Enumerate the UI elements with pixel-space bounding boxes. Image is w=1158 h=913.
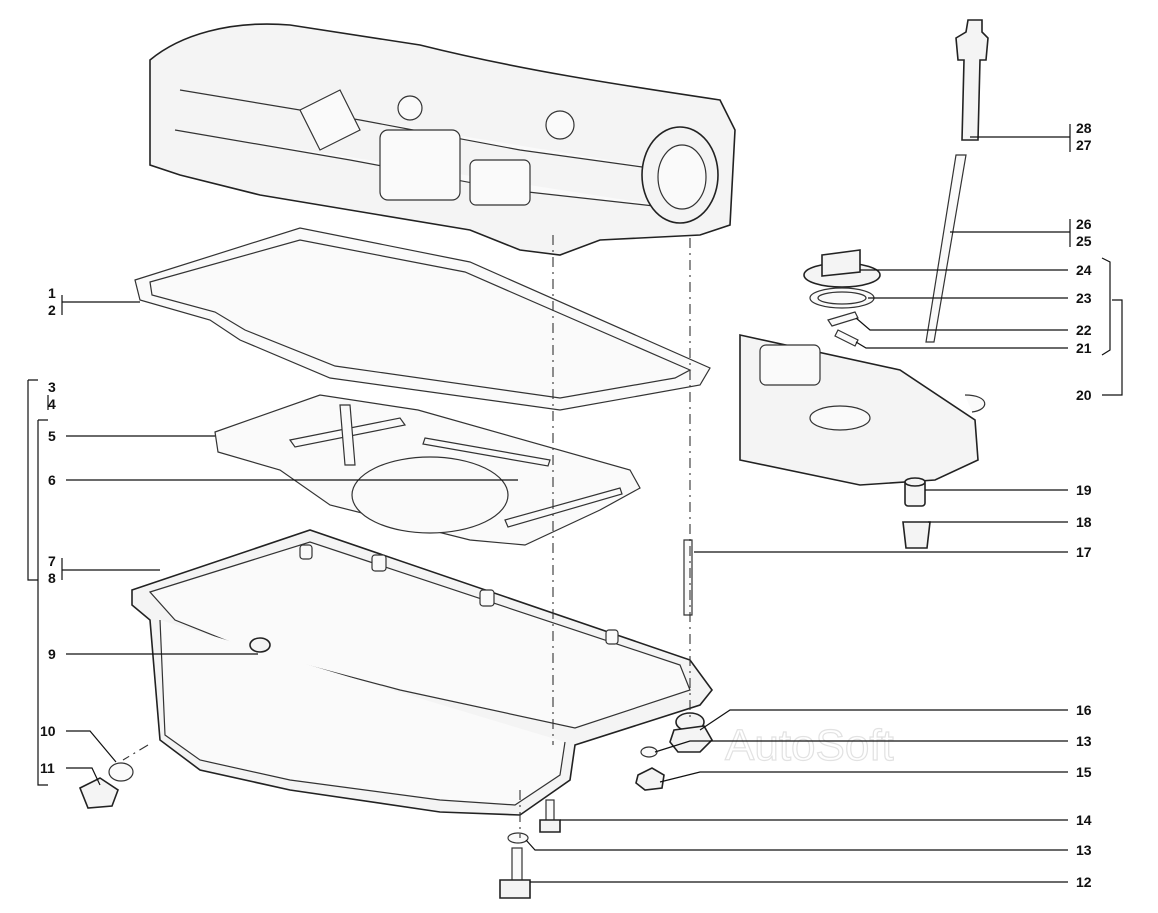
callout-15: 15	[1076, 764, 1092, 780]
bolts	[499, 799, 561, 899]
oil-pan	[131, 529, 714, 816]
callout-16: 16	[1076, 702, 1092, 718]
callout-25: 25	[1076, 233, 1092, 249]
callout-7: 7	[48, 553, 56, 569]
callout-19: 19	[1076, 482, 1092, 498]
fittings	[902, 477, 931, 549]
callout-22: 22	[1076, 322, 1092, 338]
callout-21: 21	[1076, 340, 1092, 356]
callout-8: 8	[48, 570, 56, 586]
callout-1: 1	[48, 285, 56, 301]
callout-13-lower: 13	[1076, 842, 1092, 858]
oil-pan-gasket	[134, 227, 711, 411]
nuts-washers	[635, 725, 713, 791]
watermark: AutoSoft	[725, 721, 894, 770]
callout-28: 28	[1076, 120, 1092, 136]
callout-labels: 1 2 3 4 5 6 7 8 9 10 11 28 27 26 25 24 2…	[40, 120, 1092, 890]
callout-14: 14	[1076, 812, 1092, 828]
drain-plug	[78, 762, 134, 809]
callout-26: 26	[1076, 216, 1092, 232]
callout-13-upper: 13	[1076, 733, 1092, 749]
assembly-guide-lines	[122, 235, 691, 838]
baffle-plate	[214, 394, 641, 546]
callout-4: 4	[48, 396, 56, 412]
callout-3: 3	[48, 379, 56, 395]
callout-2: 2	[48, 302, 56, 318]
callout-11: 11	[40, 760, 55, 776]
leader-lines	[27, 124, 1123, 883]
callout-18: 18	[1076, 514, 1092, 530]
stud	[683, 539, 693, 616]
callout-24: 24	[1076, 262, 1092, 278]
callout-20: 20	[1076, 387, 1092, 403]
callout-12: 12	[1076, 874, 1092, 890]
callout-9: 9	[48, 646, 56, 662]
engine-block	[149, 23, 736, 256]
callout-6: 6	[48, 472, 56, 488]
valve-cover	[739, 334, 986, 486]
callout-5: 5	[48, 428, 56, 444]
callout-27: 27	[1076, 137, 1092, 153]
callout-23: 23	[1076, 290, 1092, 306]
callout-10: 10	[40, 723, 56, 739]
dipstick-assembly	[925, 19, 989, 343]
callout-17: 17	[1076, 544, 1092, 560]
